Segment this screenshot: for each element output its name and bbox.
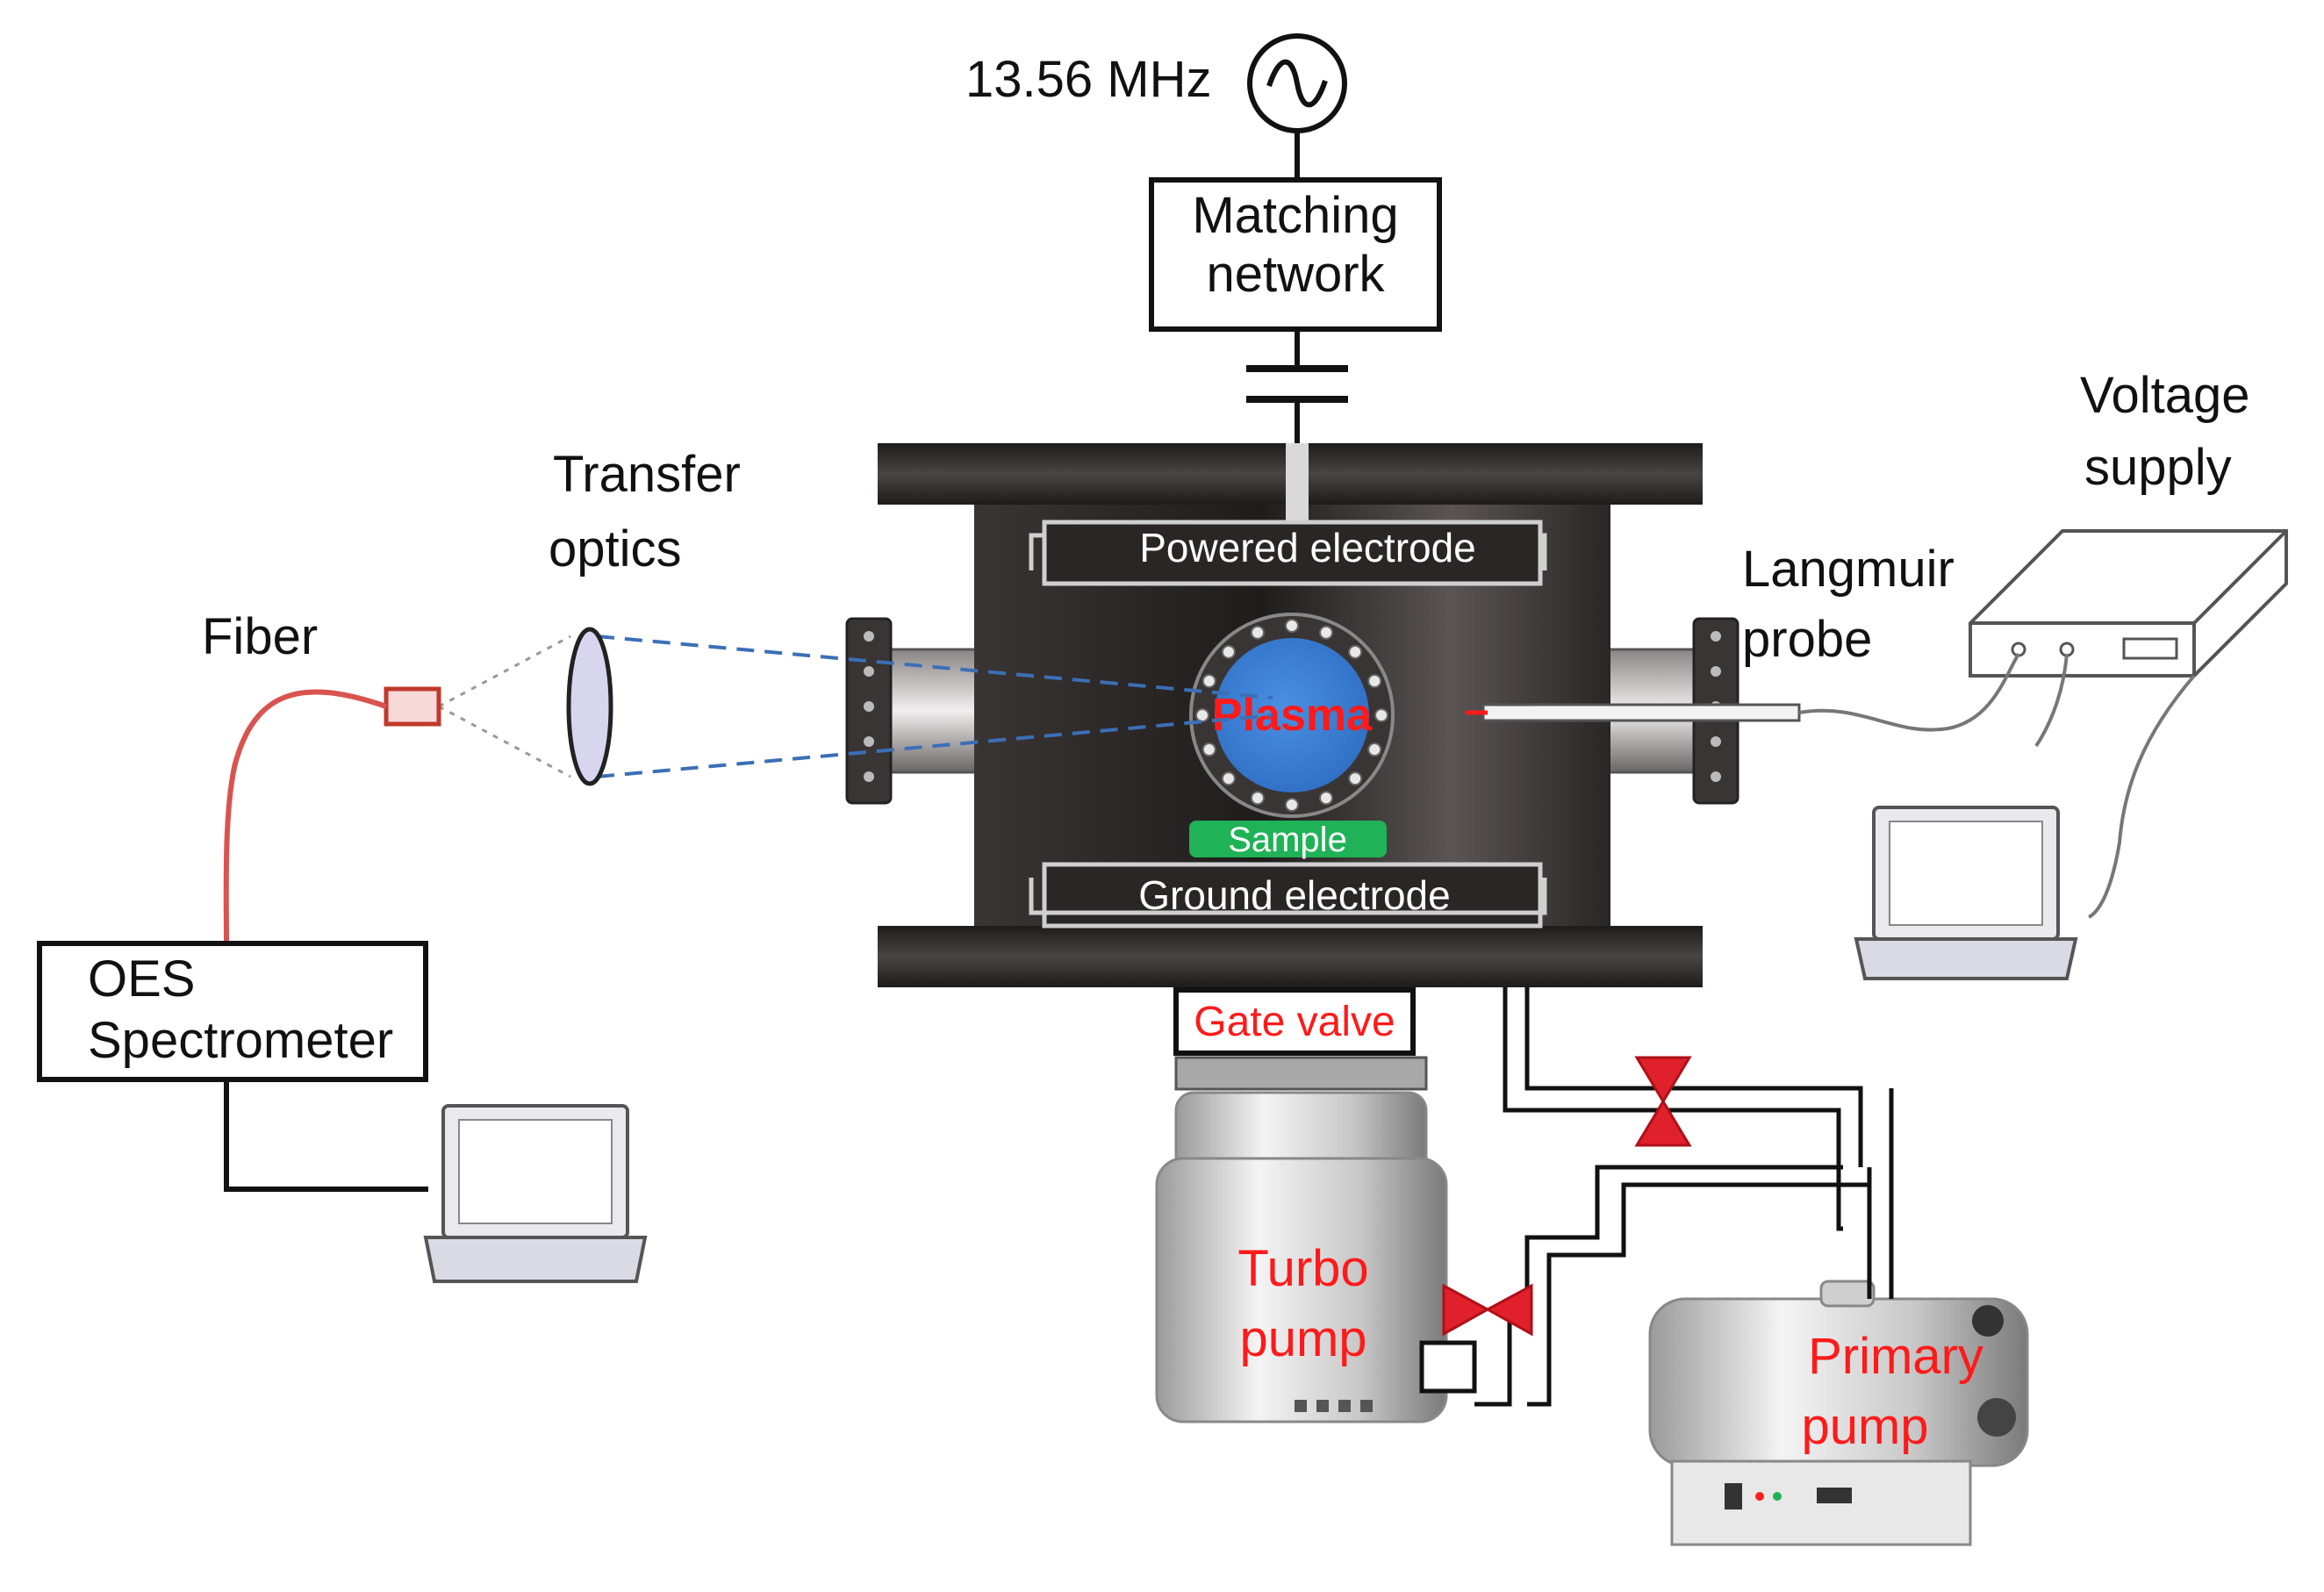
- voltage-supply-line1: Voltage: [2080, 367, 2250, 424]
- optical-beam: [596, 635, 1273, 778]
- viewport-bolt: [1201, 673, 1216, 688]
- oes-spectrometer: OES Spectrometer: [37, 941, 428, 1192]
- viewport-bolt: [1195, 708, 1209, 722]
- voltage-supply-line2: supply: [2084, 439, 2232, 496]
- primary-pump: Primary pump: [1648, 1280, 2029, 1546]
- sample: Sample: [1189, 821, 1387, 859]
- voltage-supply: Voltage supply: [1798, 367, 2288, 919]
- transfer-optics-line2: optics: [549, 520, 682, 577]
- viewport-bolt: [1367, 673, 1382, 688]
- left-port: [845, 617, 980, 805]
- viewport-bolt: [1367, 742, 1382, 757]
- rf-source: 13.56 MHz: [965, 33, 1347, 180]
- plasma-viewport: Plasma: [1189, 613, 1395, 818]
- langmuir-probe-rod: [1466, 703, 1801, 722]
- vacuum-chamber: Powered electrode Plasma Sample: [596, 443, 1801, 987]
- transfer-optics-line1: Transfer: [553, 446, 741, 503]
- langmuir-probe-line1: Langmuir: [1742, 541, 1955, 598]
- oes-line2: Spectrometer: [88, 1012, 393, 1069]
- laptop-icon: [423, 1104, 648, 1283]
- powered-electrode-label: Powered electrode: [1139, 525, 1476, 570]
- viewport-bolt: [1250, 791, 1265, 806]
- fiber-light-cone: [438, 635, 571, 778]
- sample-label: Sample: [1228, 821, 1347, 859]
- fiber: Fiber: [202, 608, 571, 944]
- fiber-label: Fiber: [202, 608, 318, 665]
- primary-pump-line2: pump: [1801, 1398, 1928, 1455]
- viewport-bolt: [1221, 644, 1236, 659]
- ground-electrode: Ground electrode: [1029, 862, 1547, 929]
- viewport-bolt: [1348, 771, 1363, 786]
- viewport-bolt: [1319, 625, 1334, 640]
- plasma-label: Plasma: [1212, 690, 1373, 741]
- langmuir-probe-line2: probe: [1742, 611, 1872, 668]
- gate-valve: Gate valve: [1173, 987, 1428, 1091]
- rf-frequency-label: 13.56 MHz: [965, 51, 1211, 108]
- viewport-bolt: [1374, 708, 1388, 722]
- viewport-bolt: [1250, 625, 1265, 640]
- matching-network-line2: network: [1206, 246, 1385, 303]
- viewport-bolt: [1201, 742, 1216, 757]
- capacitor-icon: [1246, 365, 1348, 403]
- viewport-bolt: [1285, 798, 1299, 812]
- viewport-bolt: [1348, 644, 1363, 659]
- oes-line1: OES: [88, 950, 196, 1008]
- viewport-bolt: [1285, 619, 1299, 633]
- matching-network: Matching network: [1149, 177, 1442, 448]
- fiber-connector-icon: [384, 686, 441, 727]
- viewport-bolt: [1319, 791, 1334, 806]
- viewport-bolt: [1221, 771, 1236, 786]
- gate-valve-label: Gate valve: [1194, 999, 1395, 1045]
- ac-source-icon: [1247, 33, 1347, 133]
- primary-pump-line1: Primary: [1808, 1328, 1983, 1385]
- fiber-cable: [223, 689, 387, 944]
- lens-icon: [566, 627, 613, 786]
- matching-network-line1: Matching: [1192, 187, 1398, 244]
- langmuir-probe: Langmuir probe: [1742, 541, 1955, 668]
- transfer-optics: Transfer optics: [549, 446, 741, 786]
- turbo-pump-line2: pump: [1239, 1310, 1366, 1367]
- valve-icon-turbo: [1442, 1283, 1533, 1337]
- laptop-icon-right: [1854, 806, 2078, 980]
- ground-electrode-label: Ground electrode: [1138, 872, 1450, 918]
- turbo-pump-line1: Turbo: [1237, 1240, 1368, 1297]
- powered-electrode: Powered electrode: [1029, 520, 1547, 586]
- turbo-pump: Turbo pump: [1155, 1091, 1477, 1423]
- valve-icon: [1634, 1056, 1692, 1147]
